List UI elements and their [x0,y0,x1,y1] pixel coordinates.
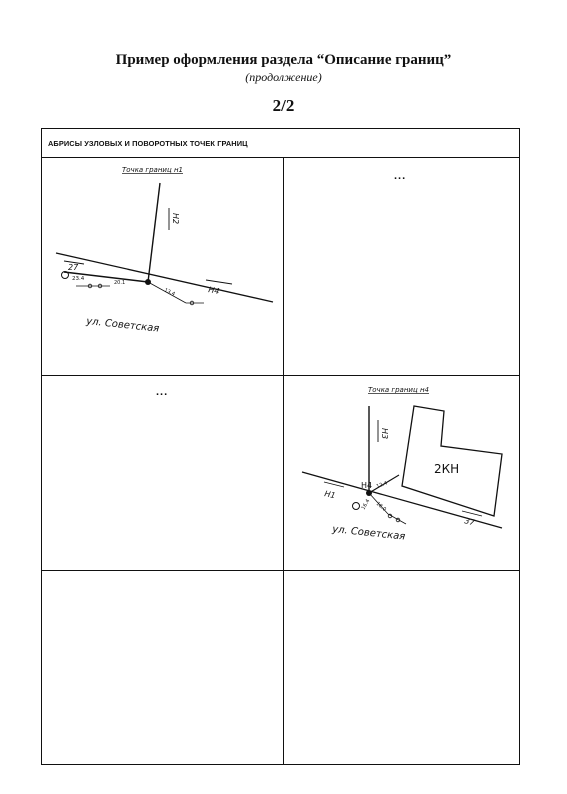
sketch-n4-drawing: Точка границ н4 Н4 Н3 2КН Н1 37 16.4 [301,386,503,543]
survey-mark-icon [352,502,360,510]
street-label: ул. Советская [85,316,160,335]
street-line [301,471,503,529]
page-number: 2/2 [272,96,295,115]
boundary-line-n2 [147,182,161,283]
label-n4: Н4 [361,481,372,490]
measure-line-down-2 [387,513,407,525]
survey-mark-icon [61,271,69,279]
measure-dot [387,513,393,519]
sketch-cell-2: ... [284,158,521,375]
sketch-cell-n1: Точка границ н1 Н2 27 Н4 23.4 20.1 [42,158,283,375]
measure-dot [189,300,195,306]
sketch-cell-n4: Точка границ н4 Н4 Н3 2КН Н1 37 16.4 [284,376,521,570]
boundary-sketch-table: АБРИСЫ УЗЛОВЫХ И ПОВОРОТНЫХ ТОЧЕК ГРАНИЦ… [41,128,520,765]
row-divider-1 [42,375,519,377]
arrow-27 [63,260,85,265]
column-divider [283,158,285,764]
measure-left: 16.4 [361,498,372,511]
page-title: Пример оформления раздела “Описание гран… [115,52,452,68]
label-27: 27 [68,263,79,272]
measure-line-right [147,281,187,304]
ellipsis: ... [156,386,169,398]
boundary-line-building [368,474,400,494]
building-outline [401,405,503,517]
page-subtitle: (продолжение) [245,70,322,84]
boundary-line-left [63,271,149,283]
street-line [55,252,274,303]
measure-left: 23.4 [72,276,85,282]
arrow-37 [461,510,483,517]
sketch-n1-drawing: Точка границ н1 Н2 27 Н4 23.4 20.1 [55,166,274,335]
table-heading: АБРИСЫ УЗЛОВЫХ И ПОВОРОТНЫХ ТОЧЕК ГРАНИЦ [42,129,519,158]
row-divider-2 [42,570,519,572]
measure-dot [97,283,103,289]
sketch-n4-title: Точка границ н4 [368,386,429,394]
label-n4: Н4 [208,285,221,296]
sketch-cell-6 [284,571,521,764]
building-label: 2КН [434,462,459,476]
label-37: 37 [464,516,477,527]
measure-down: 18.0 [375,501,387,513]
sketch-n1-title: Точка границ н1 [122,166,183,174]
measure-right: 13.4 [163,287,176,297]
ellipsis: ... [394,170,407,182]
measure-dot [87,283,93,289]
label-n2: Н2 [171,213,180,224]
label-n3: Н3 [380,428,389,439]
measure-dot [395,517,401,523]
measure-right: 12.4 [376,480,389,489]
sketch-cell-3: ... [42,376,283,570]
measure-line-down [368,492,389,515]
label-n1: Н1 [324,489,337,500]
arrow-n1 [323,481,345,488]
street-label: ул. Советская [331,524,406,543]
measure-mid: 20.1 [114,280,125,286]
arrow-n4 [205,279,233,285]
sketch-cell-5 [42,571,283,764]
